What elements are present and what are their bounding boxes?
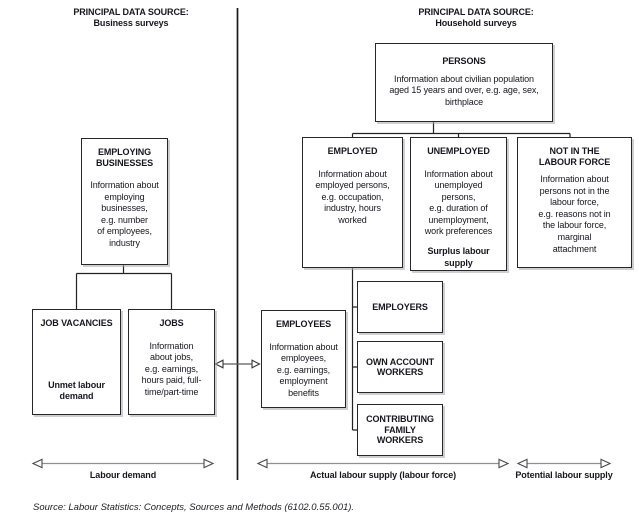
box-jobs: JOBS Information about jobs, e.g. earnin… [128,309,215,415]
box-job-vacancies-footer: Unmet labour demand [48,379,105,402]
box-employing-businesses: EMPLOYING BUSINESSES Information about e… [81,138,168,265]
box-persons: PERSONS Information about civilian popul… [375,43,553,122]
box-employees-body: Information about employees, e.g. earnin… [269,341,338,398]
jobs-employees-arrow [214,359,261,369]
box-employees: EMPLOYEES Information about employees, e… [261,310,346,408]
box-unemployed-title: UNEMPLOYED [427,146,490,156]
box-contributing-family-workers-title: CONTRIBUTING FAMILY WORKERS [366,414,434,446]
box-jobs-title: JOBS [159,318,184,328]
box-unemployed-footer: Surplus labour supply [427,246,490,268]
box-not-in-labour-force-body: Information about persons not in the lab… [538,174,611,254]
box-not-in-labour-force-title: NOT IN THE LABOUR FORCE [538,146,611,167]
potential-labour-supply-arrow [516,458,612,469]
box-employing-businesses-title: EMPLOYING BUSINESSES [95,147,154,168]
business-surveys-header: PRINCIPAL DATA SOURCE: Business surveys [73,7,189,28]
box-persons-title: PERSONS [442,56,486,66]
box-contributing-family-workers: CONTRIBUTING FAMILY WORKERS [357,404,443,456]
box-job-vacancies-title: JOB VACANCIES [40,318,113,328]
box-not-in-labour-force: NOT IN THE LABOUR FORCE Information abou… [517,137,632,268]
box-employed: EMPLOYED Information about employed pers… [302,137,403,268]
box-employing-businesses-body: Information about employing businesses, … [90,180,159,248]
box-job-vacancies: JOB VACANCIES Unmet labour demand [32,309,121,415]
box-unemployed: UNEMPLOYED Information about unemployed … [410,137,507,271]
box-employers-title: EMPLOYERS [372,301,428,312]
actual-labour-supply-arrow [256,458,510,469]
box-employed-title: EMPLOYED [327,146,378,156]
persons-connector [351,122,571,138]
employing-businesses-connector [75,265,173,309]
box-unemployed-body: Information about unemployed persons, e.… [424,168,493,237]
box-employers: EMPLOYERS [357,281,443,333]
household-surveys-header: PRINCIPAL DATA SOURCE: Household surveys [418,7,534,28]
employed-status-connector [351,268,357,431]
labour-demand-label: Labour demand [89,470,157,480]
box-persons-body: Information about civilian population ag… [389,73,539,107]
source-note: Source: Labour Statistics: Concepts, Sou… [33,502,355,513]
box-own-account-workers: OWN ACCOUNT WORKERS [357,341,443,393]
actual-labour-supply-label: Actual labour supply (labour force) [309,470,457,480]
box-jobs-body: Information about jobs, e.g. earnings, h… [141,340,202,397]
box-own-account-workers-title: OWN ACCOUNT WORKERS [365,356,435,378]
box-employees-title: EMPLOYEES [275,319,332,329]
potential-labour-supply-label: Potential labour supply [515,470,613,480]
labour-demand-arrow [31,458,215,469]
box-employed-body: Information about employed persons, e.g.… [315,168,390,225]
